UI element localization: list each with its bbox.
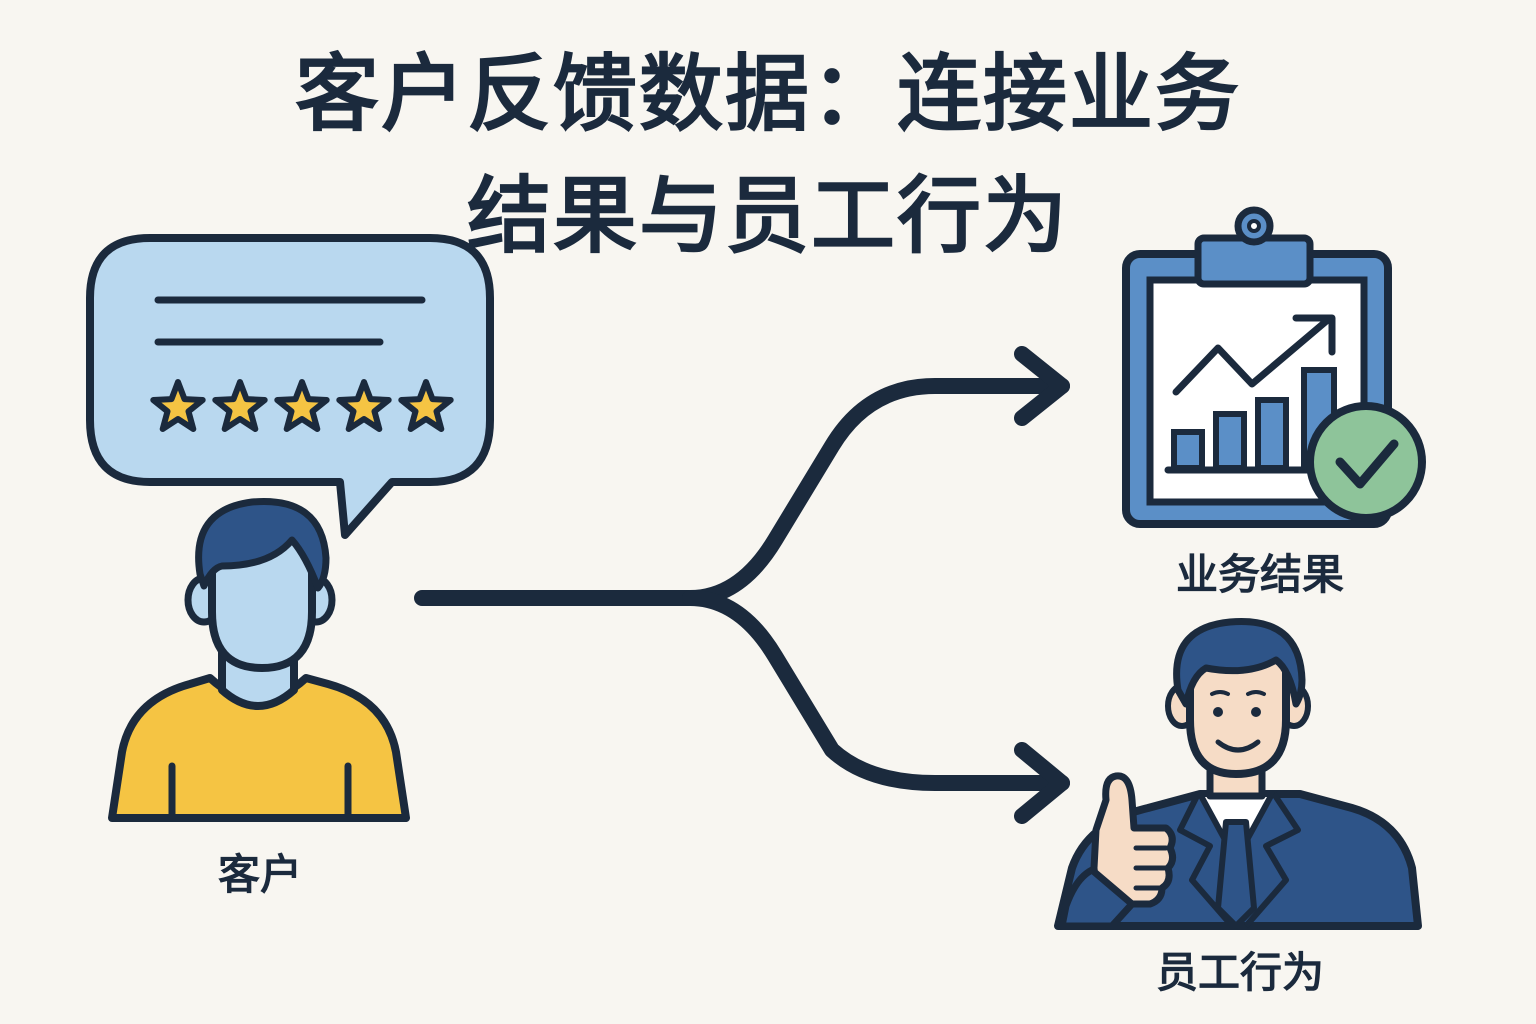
arrowhead-employee-behavior <box>1014 742 1070 824</box>
connector-arrows <box>414 346 1070 824</box>
arrow-to-employee-behavior <box>682 590 1070 791</box>
diagram-title-line-2: 结果与员工行为 <box>466 167 1069 265</box>
employee-behavior-label: 员工行为 <box>1155 948 1324 997</box>
customer-person-icon <box>108 497 410 822</box>
star-icon <box>398 379 454 432</box>
star-icon <box>212 379 268 432</box>
clipboard-chart-icon <box>1122 206 1426 528</box>
chart-bar <box>1213 411 1247 471</box>
diagram-title-line-1: 客户反馈数据：连接业务 <box>294 45 1241 143</box>
business-results-label: 业务结果 <box>1175 550 1344 599</box>
rating-stars <box>150 379 454 432</box>
star-icon <box>336 379 392 432</box>
chart-bar <box>1255 397 1289 471</box>
speech-bubble-icon <box>86 234 494 539</box>
star-icon <box>274 379 330 432</box>
chart-bar <box>1171 429 1205 471</box>
thumbs-up-icon <box>1090 772 1177 908</box>
customer-label: 客户 <box>217 850 302 899</box>
arrowhead-business-results <box>1014 346 1070 426</box>
trend-up-icon <box>1172 314 1334 396</box>
employee-thumbs-up-icon <box>1054 617 1422 930</box>
check-badge-icon <box>1306 402 1426 522</box>
tie-icon <box>1215 819 1257 929</box>
arrow-to-business-results <box>414 378 1070 606</box>
star-icon <box>150 379 206 432</box>
